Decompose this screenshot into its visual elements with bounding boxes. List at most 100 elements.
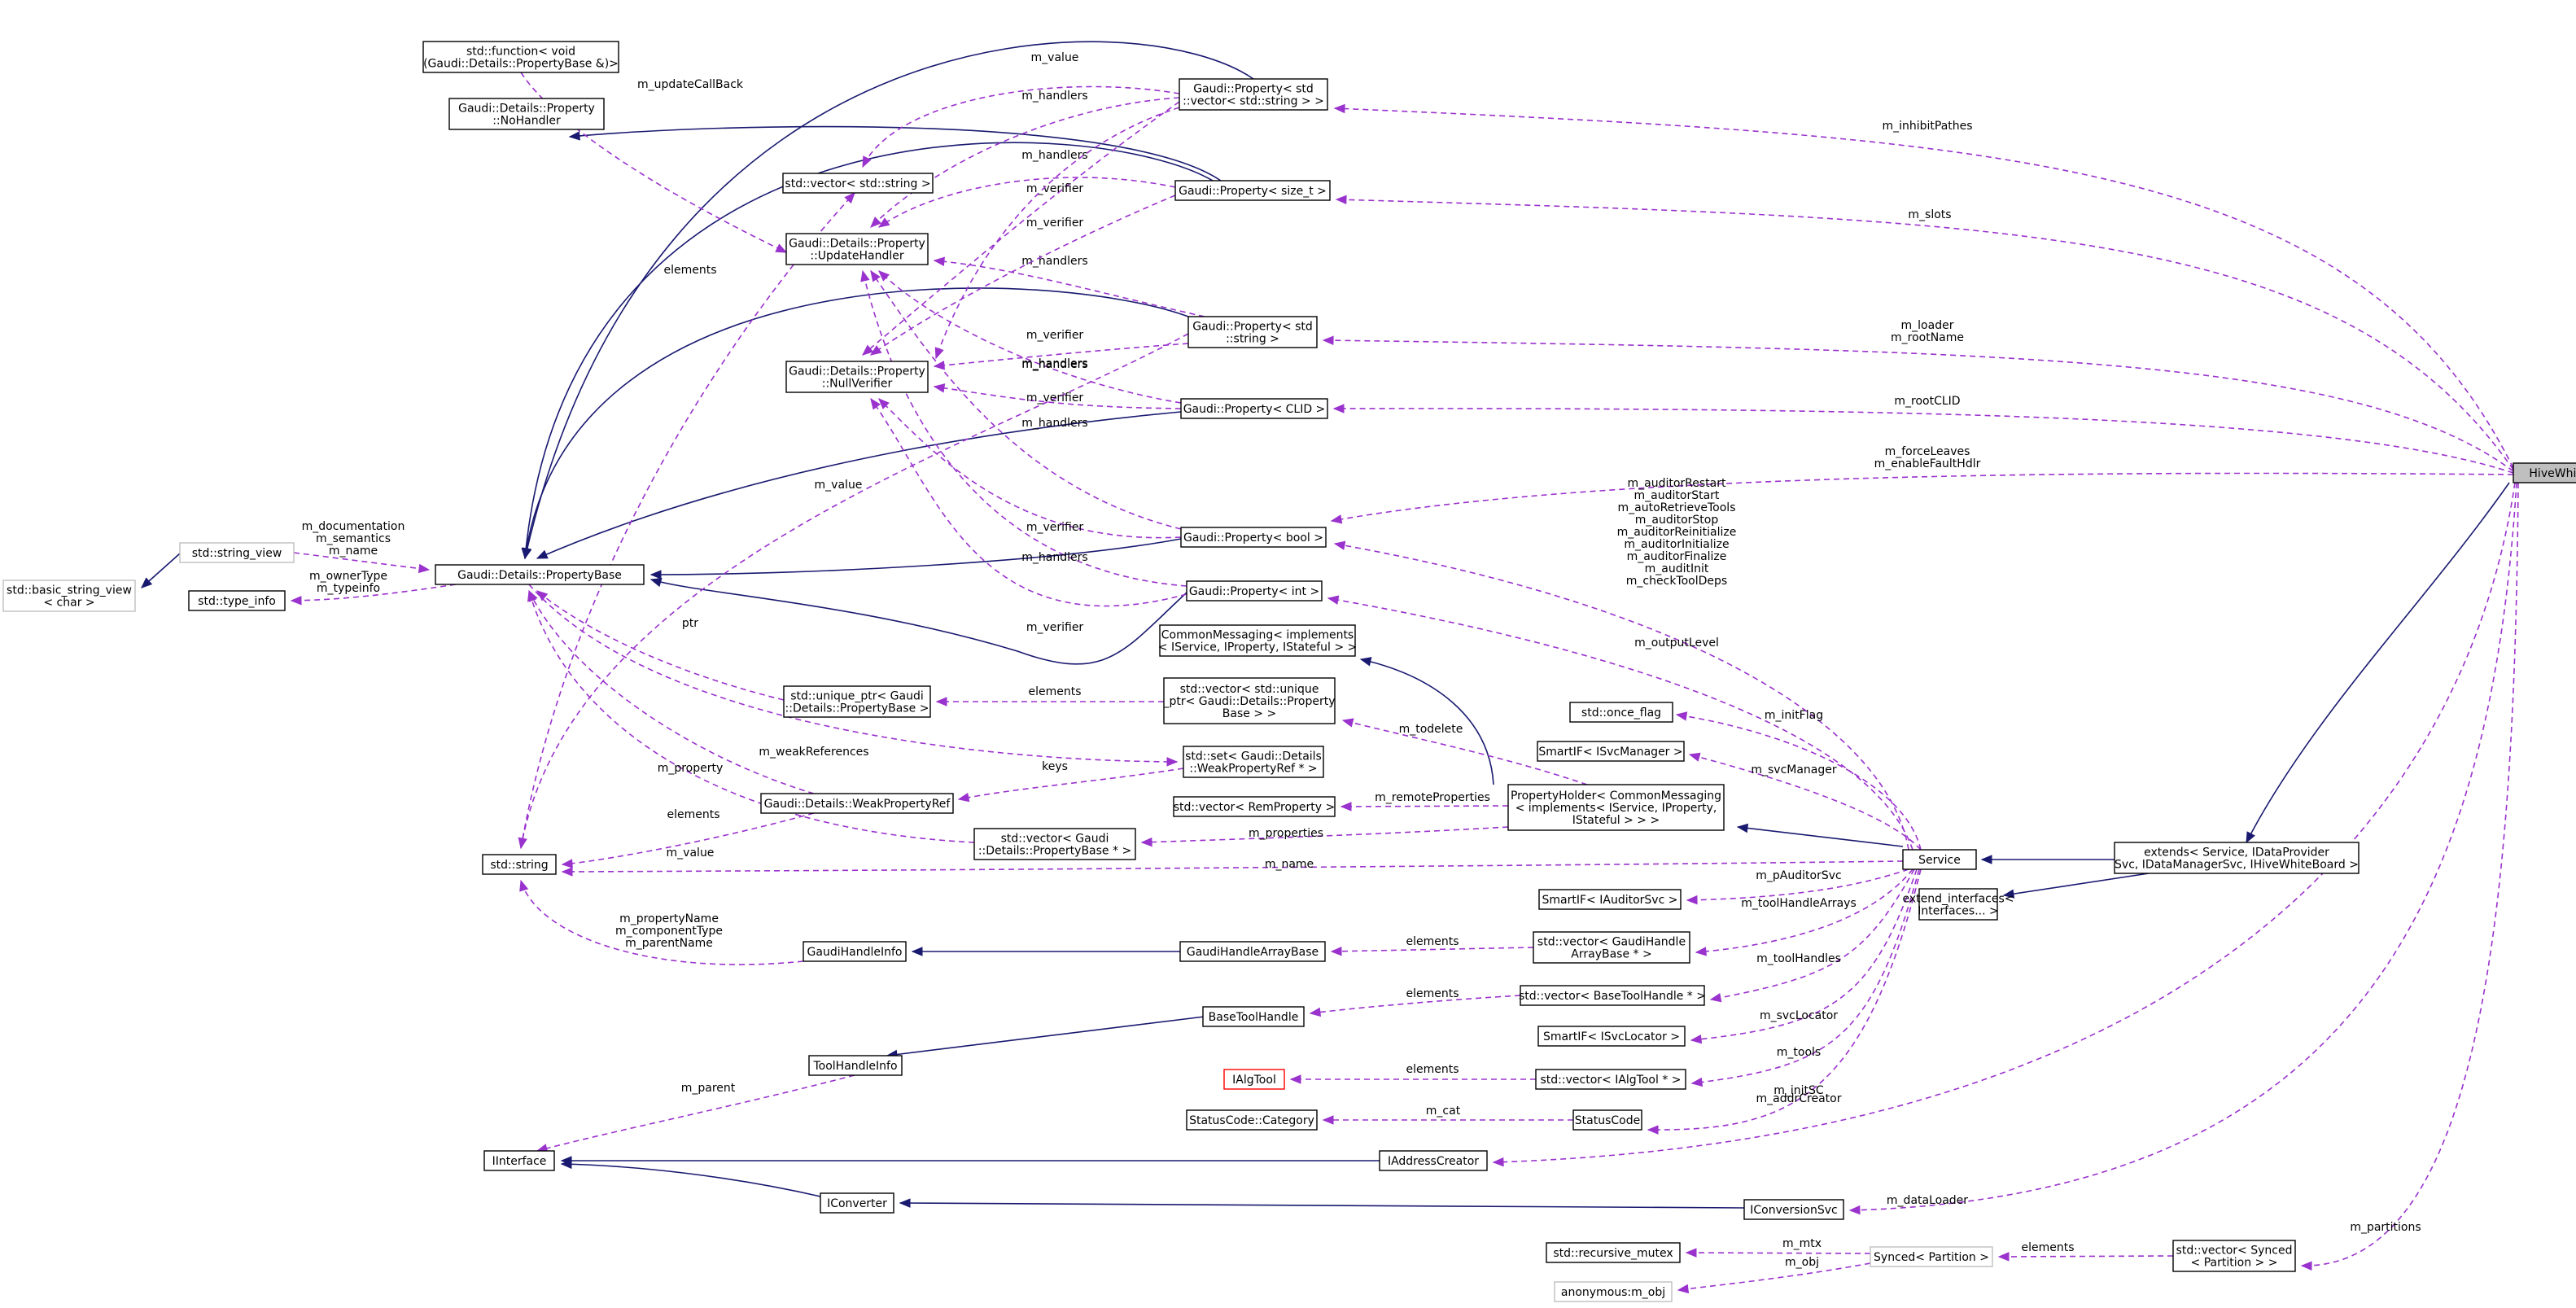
class-node-prop_vec_string[interactable]: Gaudi::Property< std::vector< std::strin… <box>1179 78 1328 111</box>
class-node-WeakPropertyRef[interactable]: Gaudi::Details::WeakPropertyRef <box>760 793 954 814</box>
usage-edge-prop_string-to-NullVerifier: m_verifier <box>933 329 1189 370</box>
class-node-GaudiHandleInfo[interactable]: GaudiHandleInfo <box>803 941 907 962</box>
class-node-std_function[interactable]: std::function< void(Gaudi::Details::Prop… <box>422 41 619 73</box>
edge-label-line: m_value <box>1031 51 1079 64</box>
edge-label-elements_ghab: elements <box>1406 935 1459 948</box>
class-name-line: Gaudi::Details::WeakPropertyRef <box>764 798 951 811</box>
class-node-StatusCode[interactable]: StatusCode <box>1572 1109 1642 1131</box>
class-node-PropertyHolder[interactable]: PropertyHolder< CommonMessaging< impleme… <box>1507 784 1725 831</box>
usage-edge-HiveWhiteBoard-to-vec_synced: m_partitions <box>2300 482 2519 1271</box>
class-node-IConversionSvc[interactable]: IConversionSvc <box>1743 1199 1844 1220</box>
class-node-Service[interactable]: Service <box>1902 849 1977 870</box>
class-node-prop_string[interactable]: Gaudi::Property< std::string > <box>1187 316 1318 348</box>
class-name: anonymous:m_obj <box>1561 1286 1665 1299</box>
class-name-line: std::vector< IAlgTool * > <box>1541 1074 1682 1087</box>
class-node-vec_unique_ptr[interactable]: std::vector< std::unique_ptr< Gaudi::Det… <box>1162 677 1336 724</box>
class-node-prop_CLID[interactable]: Gaudi::Property< CLID > <box>1180 398 1328 419</box>
class-name-line: Gaudi::Property< std <box>1192 321 1313 334</box>
class-name-line: ::string > <box>1226 333 1279 346</box>
class-name: StatusCode <box>1575 1114 1640 1127</box>
class-node-IAlgTool[interactable]: IAlgTool <box>1223 1069 1285 1090</box>
edge-label-line: m_tools <box>1777 1046 1821 1059</box>
class-name-line: std::vector< BaseToolHandle * > <box>1519 990 1706 1003</box>
usage-edge-HiveWhiteBoard-to-prop_size_t: m_slots <box>1335 195 2514 470</box>
class-node-SmartIF_ISvcLocator[interactable]: SmartIF< ISvcLocator > <box>1537 1026 1686 1047</box>
class-node-vec_synced[interactable]: std::vector< Synced< Partition > > <box>2172 1240 2296 1272</box>
class-node-HiveWhiteBoard[interactable]: HiveWhiteBoard <box>2513 462 2576 483</box>
class-name: SmartIF< ISvcManager > <box>1538 746 1682 759</box>
class-node-GaudiHandleArrayBase[interactable]: GaudiHandleArrayBase <box>1179 941 1326 962</box>
class-name-line: Gaudi::Details::Property <box>458 103 595 116</box>
edge-label-m_partitions: m_partitions <box>2350 1221 2421 1234</box>
class-node-UpdateHandler[interactable]: Gaudi::Details::Property::UpdateHandler <box>785 233 929 265</box>
class-node-CommonMessaging[interactable]: CommonMessaging< implements< IService, I… <box>1158 624 1357 657</box>
class-node-vec_string[interactable]: std::vector< std::string > <box>782 173 934 194</box>
class-node-NullVerifier[interactable]: Gaudi::Details::Property::NullVerifier <box>785 361 929 393</box>
usage-edge-unique_ptr-to-PropertyBase: ptr <box>536 590 785 701</box>
class-node-vec_remprop[interactable]: std::vector< RemProperty > <box>1173 796 1336 817</box>
class-node-type_info[interactable]: std::type_info <box>188 590 286 611</box>
class-node-IConverter[interactable]: IConverter <box>820 1192 894 1214</box>
usage-edge-PropertyBase-to-set_weakref: m_weakReferences <box>528 584 1179 767</box>
edge-label-line: m_auditorReinitialize <box>1617 526 1737 539</box>
class-name: Gaudi::Details::Property::NullVerifier <box>789 365 925 391</box>
class-name-line: std::recursive_mutex <box>1553 1247 1673 1260</box>
class-node-IInterface[interactable]: IInterface <box>483 1150 555 1171</box>
class-node-prop_size_t[interactable]: Gaudi::Property< size_t > <box>1174 180 1331 201</box>
usage-edge-prop_bool-to-UpdateHandler: m_handlers <box>870 269 1182 530</box>
class-name-line: std::set< Gaudi::Details <box>1185 750 1322 763</box>
edge-label-m_toolHandles: m_toolHandles <box>1756 952 1841 965</box>
class-name-line: extend_interfaces< <box>1903 893 2014 906</box>
class-name-line: std::vector< GaudiHandle <box>1537 936 1686 949</box>
class-name: Service <box>1918 854 1961 867</box>
class-node-unique_ptr[interactable]: std::unique_ptr< Gaudi::Details::Propert… <box>783 685 931 718</box>
class-name-line: std::vector< RemProperty > <box>1174 801 1335 814</box>
edge-label-m_rootCLID: m_rootCLID <box>1894 395 1960 408</box>
class-node-vec_ialgtool[interactable]: std::vector< IAlgTool * > <box>1535 1069 1686 1090</box>
edge-label-line: m_handlers <box>1021 358 1087 371</box>
class-node-prop_bool[interactable]: Gaudi::Property< bool > <box>1180 527 1327 548</box>
edge-label-m_properties: m_properties <box>1249 827 1323 840</box>
class-node-Synced[interactable]: Synced< Partition > <box>1870 1246 1993 1267</box>
edge-label-m_initSC: m_initSC <box>1773 1084 1824 1097</box>
edge-label-m_pAuditorSvc: m_pAuditorSvc <box>1756 869 1841 882</box>
class-node-set_weakref[interactable]: std::set< Gaudi::Details::WeakPropertyRe… <box>1183 746 1324 778</box>
class-node-IAddressCreator[interactable]: IAddressCreator <box>1379 1150 1488 1171</box>
edge-label-line: m_dataLoader <box>1887 1194 1968 1207</box>
class-node-SmartIF_IAuditorSvc[interactable]: SmartIF< IAuditorSvc > <box>1538 889 1682 910</box>
class-node-SmartIF_ISvcManager[interactable]: SmartIF< ISvcManager > <box>1537 741 1685 762</box>
class-node-ToolHandleInfo[interactable]: ToolHandleInfo <box>808 1055 903 1076</box>
class-node-recursive_mutex[interactable]: std::recursive_mutex <box>1546 1242 1681 1263</box>
edge-label-m_value_top: m_value <box>815 479 863 492</box>
class-node-std_string[interactable]: std::string <box>482 854 557 875</box>
class-name-line: Gaudi::Property< std <box>1193 83 1314 96</box>
class-node-StatusCodeCategory[interactable]: StatusCode::Category <box>1186 1109 1318 1131</box>
class-node-prop_int[interactable]: Gaudi::Property< int > <box>1186 580 1323 602</box>
edge-label-m_handlers_4: m_handlers <box>1021 358 1087 371</box>
class-node-BaseToolHandle[interactable]: BaseToolHandle <box>1202 1006 1305 1027</box>
class-node-anon_obj[interactable]: anonymous:m_obj <box>1554 1281 1673 1302</box>
edge-label-line: m_svcManager <box>1751 763 1837 776</box>
class-node-extend_interfaces[interactable]: extend_interfaces<Interfaces... > <box>1903 888 2014 921</box>
class-node-once_flag[interactable]: std::once_flag <box>1569 702 1673 723</box>
class-name: BaseToolHandle <box>1209 1011 1299 1024</box>
class-node-NoHandler[interactable]: Gaudi::Details::Property::NoHandler <box>448 98 605 130</box>
class-name: Gaudi::Property< std::string > <box>1192 321 1313 346</box>
class-node-basic_string_view[interactable]: std::basic_string_view< char > <box>2 580 136 612</box>
inheritance-edge-extends-to-HiveWhiteBoard <box>2246 482 2510 844</box>
edge-label-elements_synced: elements <box>2021 1241 2074 1254</box>
class-node-vec_bth[interactable]: std::vector< BaseToolHandle * > <box>1519 985 1706 1006</box>
class-node-string_view[interactable]: std::string_view <box>179 542 295 563</box>
usage-edge-PropertyHolder-to-vec_remprop: m_remoteProperties <box>1340 791 1509 811</box>
usage-edge-prop_vec_string-to-NullVerifier: m_handlers <box>934 107 1180 370</box>
edge-label-line: m_auditInit <box>1645 562 1709 575</box>
edge-label-m_handlers_6: m_handlers <box>1021 551 1087 564</box>
class-name: std::vector< IAlgTool * > <box>1541 1074 1682 1087</box>
class-node-vec_propbase[interactable]: std::vector< Gaudi::Details::PropertyBas… <box>973 828 1136 860</box>
class-node-PropertyBase[interactable]: Gaudi::Details::PropertyBase <box>435 564 645 585</box>
